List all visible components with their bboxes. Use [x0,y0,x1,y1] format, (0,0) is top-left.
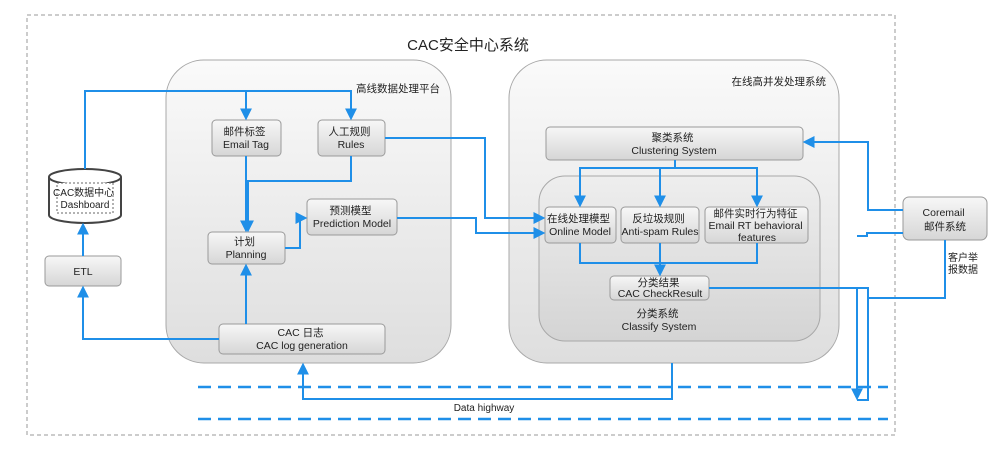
arrow-clustering-to-online-model [574,160,676,208]
svg-text:分类结果 CAC CheckResult: 分类结果 CAC CheckResult [618,276,703,300]
arrow-rules-to-online-model [385,137,546,224]
arrow-bus-to-rules [246,90,357,121]
data-highway [198,385,888,421]
svg-text:Coremail 邮件系统: Coremail 邮件系统 [923,207,968,233]
coremail-box: Coremail 邮件系统 [902,196,988,241]
svg-text:人工规则 Rules: 人工规则 Rules [329,125,374,151]
etl-box: ETL [44,255,122,287]
user-report-label: 客户举 报数据 [948,251,981,276]
svg-text:计划 Planning: 计划 Planning [226,235,267,261]
svg-text:CAC数据中心 Dashboard: CAC数据中心 Dashboard [53,186,117,211]
arrow-online-model-to-result [579,243,660,264]
diagram-title: CAC安全中心系统 [407,36,529,54]
outer-system-frame [26,14,896,436]
email-tag-box: 邮件标签 Email Tag [211,119,282,157]
connectors [77,90,946,401]
cac-log-box: CAC 日志 CAC log generation [218,323,386,355]
arrow-planning-to-prediction [285,212,308,249]
anti-spam-rules-box: 反垃圾规则 Anti-spam Rules [620,206,700,244]
svg-text:邮件实时行为特征 Email RT behavi: 邮件实时行为特征 Email RT behavioral features [708,207,805,244]
svg-text:反垃圾规则 Anti-spam Rules: 反垃圾规则 Anti-spam Rules [621,212,698,238]
arrow-prediction-to-online-model [397,217,546,239]
planning-box: 计划 Planning [207,231,286,265]
svg-text:聚类系统 Clustering System: 聚类系统 Clustering System [631,131,716,157]
rules-box: 人工规则 Rules [317,119,386,157]
svg-text:CAC 日志 CAC log generatio: CAC 日志 CAC log generation [256,326,348,352]
cac-db-line2: Dashboard [61,200,110,211]
data-highway-label: Data highway [454,403,515,414]
svg-text:ETL: ETL [73,266,92,278]
behavior-features-box: 邮件实时行为特征 Email RT behavioral features [704,206,809,244]
clustering-system-box: 聚类系统 Clustering System [545,126,804,161]
svg-text:预测模型 Prediction Model: 预测模型 Prediction Model [313,204,391,230]
svg-text:邮件标签 Email Tag: 邮件标签 Email Tag [223,125,269,151]
arrow-online-to-highway [297,362,673,400]
prediction-model-box: 预测模型 Prediction Model [306,198,398,236]
check-result-box: 分类结果 CAC CheckResult [609,275,710,301]
arrow-clustering-to-behavior [675,167,763,208]
arrow-coremail-to-clustering [802,136,903,211]
svg-text:在线处理模型 Online Model: 在线处理模型 Online Model [547,212,613,238]
online-model-box: 在线处理模型 Online Model [544,206,617,244]
arrow-user-report-to-highway [868,240,946,299]
online-platform-label: 在线高并发处理系统 [732,75,827,88]
offline-platform-label: 高线数据处理平台 [356,82,440,95]
arrow-log-to-etl [77,285,219,340]
arrow-rules-to-planning [242,156,352,233]
arrow-db-to-email-tag [84,90,252,169]
arrow-coremail-to-online-model [857,232,903,237]
cac-database: CAC数据中心 Dashboard [48,168,122,224]
arrow-behavior-to-result [660,243,758,264]
classify-system-label: 分类系统 Classify System [622,307,697,333]
cac-db-line1: CAC数据中心 [53,186,114,199]
